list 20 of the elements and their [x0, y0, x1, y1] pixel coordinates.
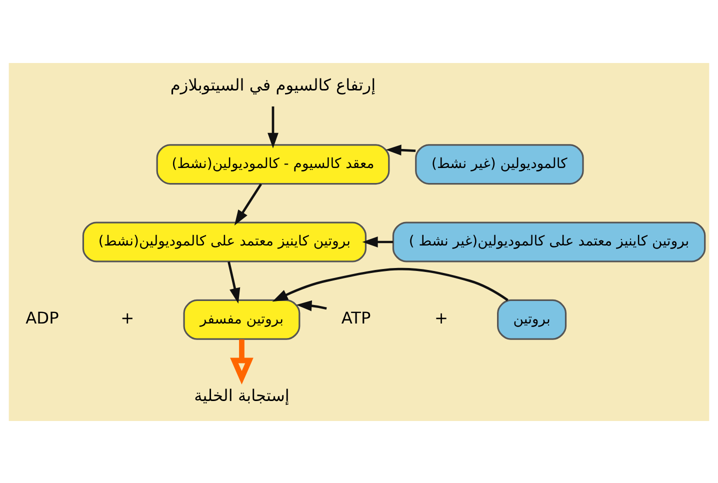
- arrow: [230, 338, 254, 384]
- node-box: كالموديولين (غير نشط): [415, 144, 584, 184]
- node-box: معقد كالسيوم - كالموديولين(نشط): [156, 144, 390, 184]
- node-box: بروتين كاينيز معتمد على كالموديولين(غير نشط ): [392, 221, 706, 262]
- node-box: بروتين مفسفر: [183, 298, 300, 340]
- node-text: ATP: [341, 308, 371, 327]
- label: +: [434, 308, 448, 327]
- label: +: [120, 308, 134, 327]
- node-box: بروتين كاينيز معتمد على كالموديولين(نشط): [82, 221, 367, 262]
- node-text: إستجابة الخلية: [194, 386, 290, 405]
- node-text: إرتفاع كالسيوم في السيتوبلازم: [170, 74, 376, 94]
- arrow: [296, 300, 327, 311]
- arrow: [268, 106, 278, 148]
- node-text: ADP: [26, 308, 59, 327]
- arrow: [272, 267, 508, 302]
- arrow: [386, 144, 416, 155]
- arrow: [362, 236, 394, 247]
- arrow: [228, 260, 240, 304]
- node-box: بروتين: [497, 298, 567, 340]
- arrow: [234, 182, 262, 225]
